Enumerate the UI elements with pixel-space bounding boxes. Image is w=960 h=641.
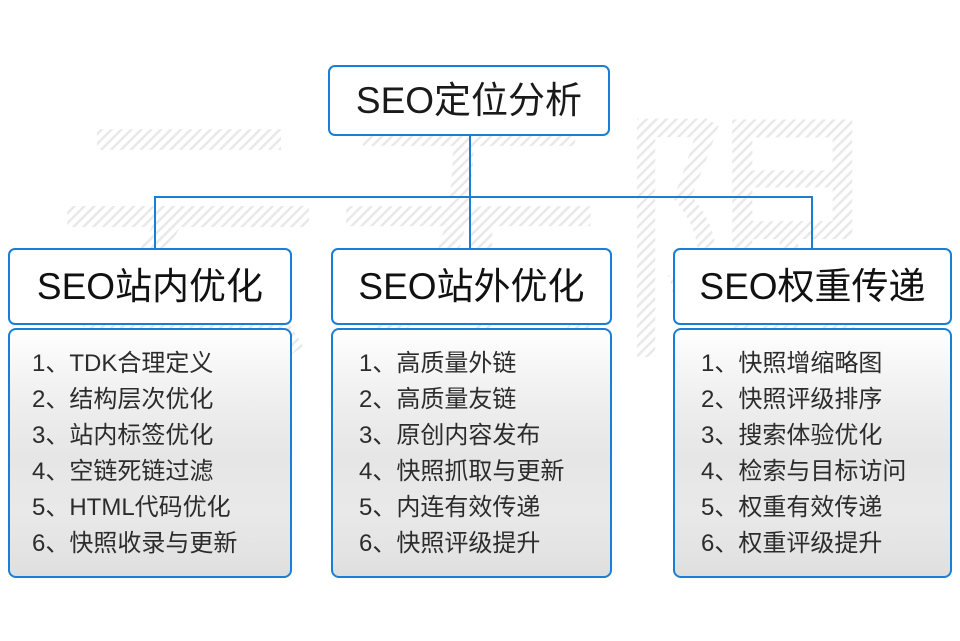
branch-header-3[interactable]: SEO权重传递 xyxy=(673,248,952,325)
list-item: 6、快照评级提升 xyxy=(359,530,541,557)
list-item: 3、站内标签优化 xyxy=(32,422,214,449)
list-item: 1、TDK合理定义 xyxy=(32,350,214,377)
list-item: 2、高质量友链 xyxy=(359,386,517,413)
branch-column-2: SEO站外优化 1、高质量外链 2、高质量友链 3、原创内容发布 4、快照抓取与… xyxy=(331,248,612,578)
list-item: 4、快照抓取与更新 xyxy=(359,458,565,485)
list-item: 3、搜索体验优化 xyxy=(701,422,883,449)
list-item: 6、快照收录与更新 xyxy=(32,530,238,557)
branch-body-3: 1、快照增缩略图 2、快照评级排序 3、搜索体验优化 4、检索与目标访问 5、权… xyxy=(673,328,952,578)
list-item: 3、原创内容发布 xyxy=(359,422,541,449)
list-item: 5、权重有效传递 xyxy=(701,494,883,521)
list-item: 5、内连有效传递 xyxy=(359,494,541,521)
list-item: 6、权重评级提升 xyxy=(701,530,883,557)
connector-drop-col1 xyxy=(154,196,156,250)
branch-header-label-3: SEO权重传递 xyxy=(699,266,926,307)
branch-header-1[interactable]: SEO站内优化 xyxy=(8,248,292,325)
root-node[interactable]: SEO定位分析 xyxy=(328,65,610,136)
branch-column-3: SEO权重传递 1、快照增缩略图 2、快照评级排序 3、搜索体验优化 4、检索与… xyxy=(673,248,952,578)
branch-column-1: SEO站内优化 1、TDK合理定义 2、结构层次优化 3、站内标签优化 4、空链… xyxy=(8,248,292,578)
list-item: 4、空链死链过滤 xyxy=(32,458,214,485)
branch-header-2[interactable]: SEO站外优化 xyxy=(331,248,612,325)
branch-body-1: 1、TDK合理定义 2、结构层次优化 3、站内标签优化 4、空链死链过滤 5、H… xyxy=(8,328,292,578)
root-node-label: SEO定位分析 xyxy=(355,80,583,121)
list-item: 1、快照增缩略图 xyxy=(701,350,883,377)
list-item: 2、快照评级排序 xyxy=(701,386,883,413)
list-item: 5、HTML代码优化 xyxy=(32,494,231,521)
connector-horizontal-bus xyxy=(154,196,813,198)
connector-root-stem xyxy=(469,134,471,198)
list-item: 2、结构层次优化 xyxy=(32,386,214,413)
branch-header-label-1: SEO站内优化 xyxy=(36,266,264,307)
branch-header-label-2: SEO站外优化 xyxy=(358,266,585,307)
connector-drop-col3 xyxy=(811,196,813,250)
list-item: 1、高质量外链 xyxy=(359,350,517,377)
connector-drop-col2 xyxy=(469,196,471,250)
list-item: 4、检索与目标访问 xyxy=(701,458,907,485)
branch-body-2: 1、高质量外链 2、高质量友链 3、原创内容发布 4、快照抓取与更新 5、内连有… xyxy=(331,328,612,578)
